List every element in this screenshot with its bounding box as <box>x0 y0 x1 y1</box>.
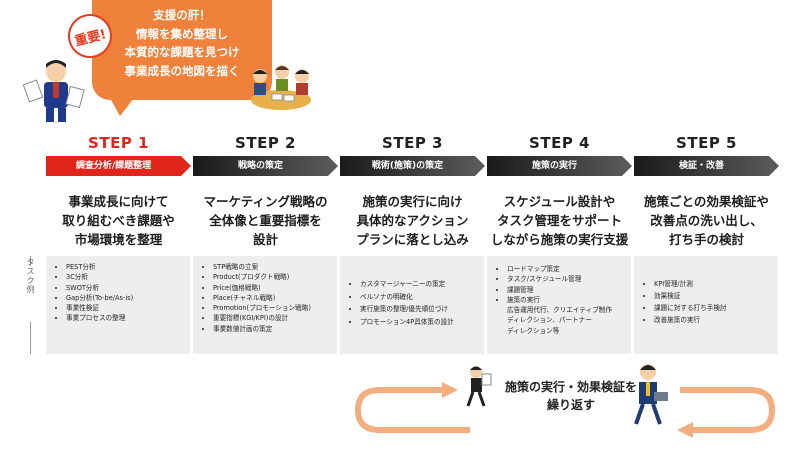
step-3-tasks: カスタマージャーニーの策定 ペルソナの明確化 実行施策の整理/優先順位づけ プロ… <box>340 256 484 354</box>
cycle-arrows <box>350 372 780 446</box>
task-item: 重要指標(KGI/KPI)の設計 <box>213 313 333 323</box>
step-4-description: スケジュール設計や タスク管理をサポート しながら施策の実行支援 <box>490 194 629 247</box>
task-item: 施策の実行 <box>507 295 627 305</box>
step-5-description: 施策ごとの効果検証や 改善点の洗い出し、 打ち手の検討 <box>644 194 769 247</box>
task-item: ロードマップ策定 <box>507 264 627 274</box>
task-item: Gap分析(To-be/As-is) <box>66 293 186 303</box>
callout-text: 支援の肝！ 情報を集め整理し 本質的な課題を見つけ 事業成長の地図を描く <box>124 8 240 78</box>
task-item: 課題に対する打ち手検討 <box>654 302 774 314</box>
step-3-description: 施策の実行に向け 具体的なアクション プランに落とし込み <box>356 194 469 247</box>
step-1-header-bar: 調査分析/課題整理 <box>46 156 191 176</box>
step-5-tasks: KPI管理/計測 効果検証 課題に対する打ち手検討 改善施策の実行 <box>634 256 778 354</box>
callout-bubble <box>92 0 272 100</box>
step-3-label: STEP 3 <box>382 134 443 152</box>
task-item: 事業性検証 <box>66 303 186 313</box>
task-item: Price(価格戦略) <box>213 283 333 293</box>
task-item: SWOT分析 <box>66 283 186 293</box>
task-item: STP戦略の立案 <box>213 262 333 272</box>
callout-bubble-tail <box>110 98 134 116</box>
step-4-tasks: ロードマップ策定 タスク/スケジュール管理 課題管理 施策の実行 広告運用代行、… <box>487 256 631 354</box>
step-1-description: 事業成長に向けて 取り組むべき課題や 市場環境を整理 <box>62 194 175 247</box>
step-1-title: 調査分析/課題整理 <box>75 161 152 171</box>
task-item: タスク/スケジュール管理 <box>507 274 627 284</box>
step-3-title: 戦術(施策)の策定 <box>371 161 444 171</box>
step-4-label: STEP 4 <box>529 134 590 152</box>
step-4-title: 施策の実行 <box>531 161 577 171</box>
step-2-title: 戦略の策定 <box>237 161 283 171</box>
step-2-label: STEP 2 <box>235 134 296 152</box>
task-item: カスタマージャーニーの策定 <box>360 278 480 291</box>
tasks-label-line-bottom <box>30 322 31 354</box>
step-1-tasks: PEST分析 3C分析 SWOT分析 Gap分析(To-be/As-is) 事業… <box>46 256 190 354</box>
task-item: 効果検証 <box>654 290 774 302</box>
task-item: Product(プロダクト戦略) <box>213 272 333 282</box>
task-item: Place(チャネル戦略) <box>213 293 333 303</box>
task-item: Promotion(プロモーション戦略) <box>213 303 333 313</box>
task-item: KPI管理/計測 <box>654 278 774 290</box>
task-item: 課題管理 <box>507 285 627 295</box>
cycle-text: 施策の実行・効果検証を 繰り返す <box>504 380 637 412</box>
step-4-header-bar: 施策の実行 <box>487 156 632 176</box>
task-item: プロモーション4P具体策の設計 <box>360 316 480 329</box>
step-1-label: STEP 1 <box>88 134 149 152</box>
step-5-header-bar: 検証・改善 <box>634 156 779 176</box>
task-item: ペルソナの明確化 <box>360 291 480 304</box>
step-5-title: 検証・改善 <box>678 161 724 171</box>
step-2-header-bar: 戦略の策定 <box>193 156 338 176</box>
task-item: 実行施策の整理/優先順位づけ <box>360 303 480 316</box>
tasks-label: タスク例 <box>26 258 35 294</box>
running-woman-illustration <box>462 364 496 410</box>
businessman-laptop-illustration <box>628 362 672 428</box>
task-item: 3C分析 <box>66 272 186 282</box>
step-2-tasks: STP戦略の立案 Product(プロダクト戦略) Price(価格戦略) Pl… <box>193 256 337 354</box>
task-item: 事業数値計画の策定 <box>213 324 333 334</box>
team-meeting-illustration <box>246 64 316 114</box>
task-item: 事業プロセスの整理 <box>66 313 186 323</box>
task-item: PEST分析 <box>66 262 186 272</box>
step-2-description: マーケティング戦略の 全体像と重要指標を 設計 <box>203 194 328 247</box>
task-item: 広告運用代行、クリエイティブ制作 ディレクション、パートナー ディレクション等 <box>507 306 612 335</box>
task-item: 改善施策の実行 <box>654 314 774 326</box>
step-3-header-bar: 戦術(施策)の策定 <box>340 156 485 176</box>
tasks-label-line-top <box>30 256 31 266</box>
busy-businessman-illustration <box>20 58 90 124</box>
step-5-label: STEP 5 <box>676 134 737 152</box>
